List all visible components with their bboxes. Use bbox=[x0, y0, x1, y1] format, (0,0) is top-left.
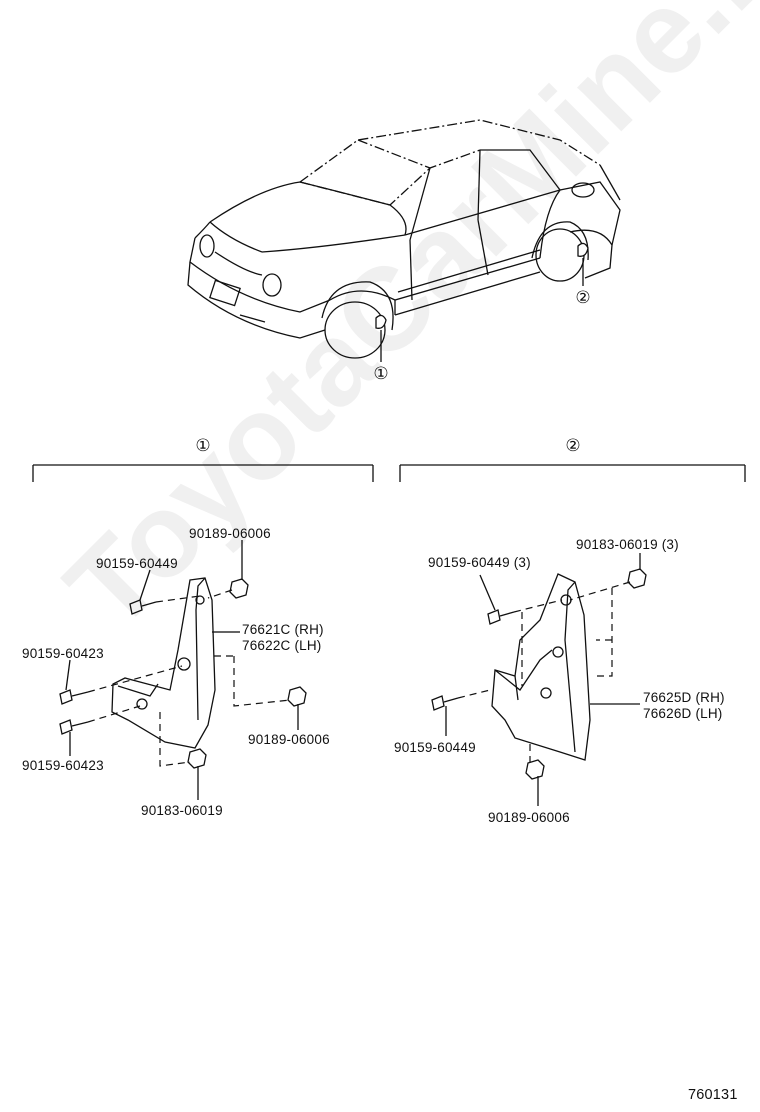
label-s1-top-nut: 90189-06006 bbox=[189, 526, 271, 541]
figure-number: 760131 bbox=[688, 1087, 738, 1103]
label-s2-bottom-nut: 90189-06006 bbox=[488, 810, 570, 825]
mudguard-1 bbox=[111, 577, 216, 749]
label-s1-right-nut: 90189-06006 bbox=[248, 732, 330, 747]
section-1-bracket bbox=[32, 464, 374, 482]
section-2-callout: ② bbox=[565, 436, 581, 455]
section-1-callout: ① bbox=[195, 436, 211, 455]
mudguard-2 bbox=[491, 573, 591, 761]
label-s2-part-lh: 76626D (LH) bbox=[643, 706, 723, 721]
car-outline bbox=[187, 119, 621, 362]
section-2-bracket bbox=[399, 464, 746, 482]
fasteners-2 bbox=[431, 553, 647, 806]
label-s2-part-rh: 76625D (RH) bbox=[643, 690, 725, 705]
label-s1-top-screw: 90159-60449 bbox=[96, 556, 178, 571]
label-s1-screw-a: 90159-60423 bbox=[22, 646, 104, 661]
label-s1-screw-b: 90159-60423 bbox=[22, 758, 104, 773]
label-s2-top-nut: 90183-06019 (3) bbox=[576, 537, 679, 552]
label-s1-part-rh: 76621C (RH) bbox=[242, 622, 324, 637]
car-callout-front: ① bbox=[373, 364, 389, 383]
fasteners-1 bbox=[59, 540, 307, 800]
label-s2-low-screw: 90159-60449 bbox=[394, 740, 476, 755]
car-callout-rear: ② bbox=[575, 288, 591, 307]
label-s1-part-lh: 76622C (LH) bbox=[242, 638, 322, 653]
label-s1-bottom-nut: 90183-06019 bbox=[141, 803, 223, 818]
label-s2-top-screw: 90159-60449 (3) bbox=[428, 555, 531, 570]
